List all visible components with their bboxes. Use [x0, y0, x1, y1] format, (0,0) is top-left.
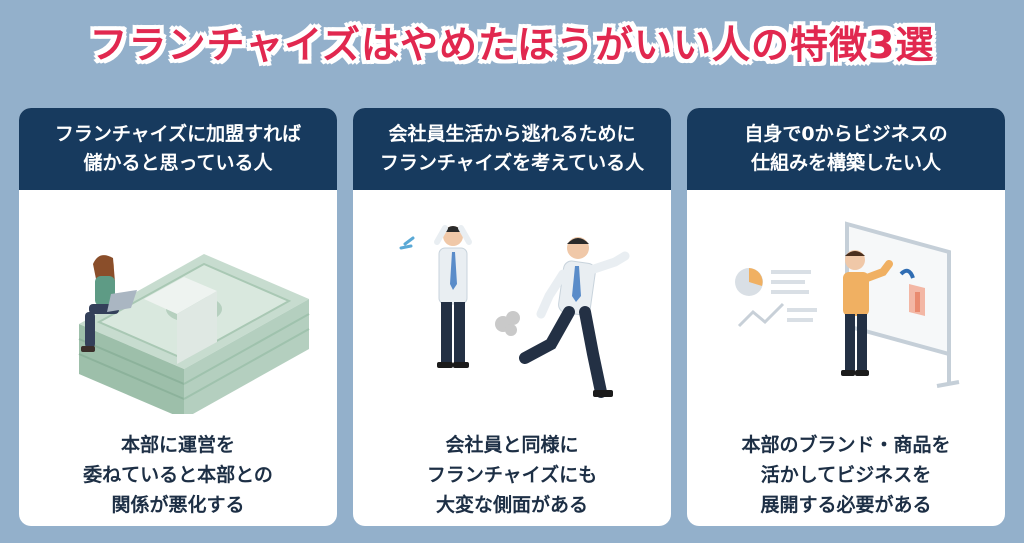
office-workers-running-illustration: [353, 204, 671, 414]
card-1-header: フランチャイズに加盟すれば 儲かると思っている人: [19, 108, 337, 190]
card-1-header-line-1: フランチャイズに加盟すれば: [54, 123, 302, 145]
card-1: フランチャイズに加盟すれば 儲かると思っている人: [19, 108, 337, 526]
card-1-body-line-1: 本部に運営を: [120, 434, 235, 456]
card-2-body-line-3: 大変な側面がある: [435, 494, 588, 516]
card-3-body: 本部のブランド・商品を 活かしてビジネスを 展開する必要がある: [687, 430, 1005, 520]
card-3-body-line-2: 活かしてビジネスを: [760, 464, 932, 486]
card-2-body-line-2: フランチャイズにも: [426, 464, 598, 486]
card-1-header-line-2: 儲かると思っている人: [83, 152, 273, 174]
card-2-body: 会社員と同様に フランチャイズにも 大変な側面がある: [353, 430, 671, 520]
card-1-body-line-3: 関係が悪化する: [111, 494, 245, 516]
card-2: 会社員生活から逃れるために フランチャイズを考えている人: [353, 108, 671, 526]
card-1-body-line-2: 委ねていると本部との: [83, 464, 273, 486]
card-3-header: 自身で0からビジネスの 仕組みを構築したい人: [687, 108, 1005, 190]
card-3-body-line-3: 展開する必要がある: [760, 494, 932, 516]
woman-on-money-stack-illustration: [19, 204, 337, 414]
title-wrap: フランチャイズはやめたほうがいい人の特徴3選: [0, 14, 1024, 69]
card-2-header: 会社員生活から逃れるために フランチャイズを考えている人: [353, 108, 671, 190]
card-3-header-line-2: 仕組みを構築したい人: [750, 152, 941, 174]
card-1-body: 本部に運営を 委ねていると本部との 関係が悪化する: [19, 430, 337, 520]
page-title: フランチャイズはやめたほうがいい人の特徴3選: [89, 23, 935, 67]
card-2-header-line-2: フランチャイズを考えている人: [379, 152, 645, 174]
card-2-header-line-1: 会社員生活から逃れるために: [388, 123, 636, 145]
card-3-header-line-1: 自身で0からビジネスの: [744, 123, 948, 145]
man-at-whiteboard-illustration: [687, 204, 1005, 414]
card-2-body-line-1: 会社員と同様に: [445, 434, 579, 456]
card-3: 自身で0からビジネスの 仕組みを構築したい人: [687, 108, 1005, 526]
card-3-body-line-1: 本部のブランド・商品を: [741, 434, 951, 456]
